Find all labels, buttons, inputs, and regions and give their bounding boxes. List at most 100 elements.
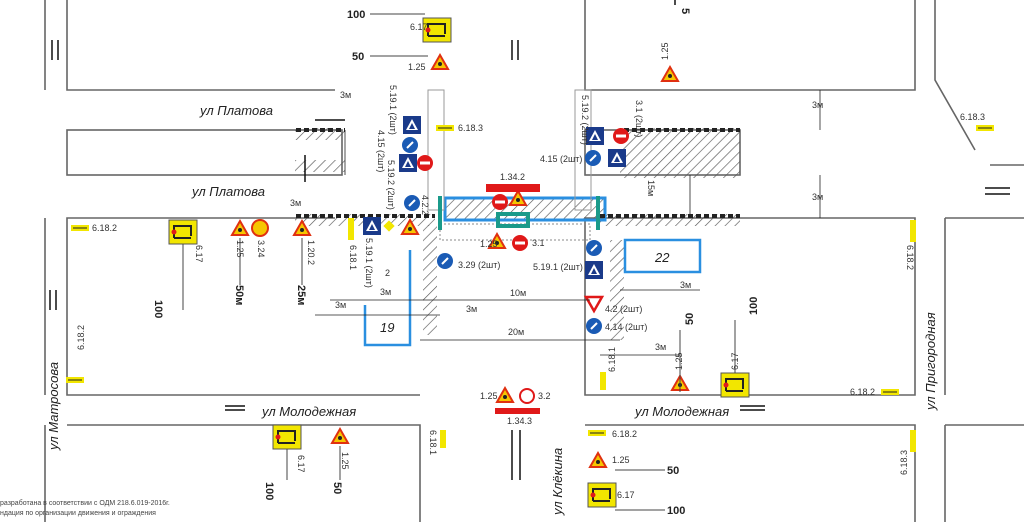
label: 3.24 xyxy=(256,240,266,258)
no-parking-sign-icon xyxy=(585,239,603,257)
label: 4.2 (2шт) xyxy=(605,304,642,314)
label: 1.25 xyxy=(340,452,350,470)
direction-tag-icon xyxy=(70,224,90,232)
label: 1.25 xyxy=(235,240,245,258)
label: 3м xyxy=(655,342,666,352)
direction-tag-icon xyxy=(910,220,916,242)
crosswalk-sign-icon xyxy=(363,217,381,235)
label: 50 xyxy=(684,313,696,325)
label: 1.34.2 xyxy=(500,172,525,182)
label: 4.15 (2шт) xyxy=(376,130,386,172)
direction-tag-icon xyxy=(910,430,916,452)
label: 4.2.2 xyxy=(420,195,430,215)
crosswalk-sign-icon xyxy=(403,116,421,134)
zone-19-label: 19 xyxy=(380,320,394,335)
street-molodezhnaya-left: ул Молодежная xyxy=(261,404,356,419)
label: 6.18.3 xyxy=(899,450,909,475)
chevron-board-icon xyxy=(495,408,540,414)
label: 6.18.1 xyxy=(428,430,438,455)
detour-sign-icon xyxy=(272,424,302,450)
lane-direction-sign-icon xyxy=(401,136,419,154)
label: 1.20.2 xyxy=(306,240,316,265)
detour-sign-icon xyxy=(168,219,198,245)
detour-sign-icon xyxy=(720,372,750,398)
label: 3м xyxy=(466,304,477,314)
street-molodezhnaya-right: ул Молодежная xyxy=(634,404,729,419)
zone-22-label: 22 xyxy=(654,250,670,265)
label: 5.19.1 (2шт) xyxy=(364,238,374,288)
label: 6.17 xyxy=(730,352,740,370)
label: 50м xyxy=(233,285,245,305)
direction-tag-icon xyxy=(440,430,446,448)
direction-tag-icon xyxy=(880,388,900,396)
direction-tag-icon xyxy=(65,376,85,384)
label: 5.19.1 (2шт) xyxy=(388,85,398,135)
sign-labels: 100 6.17 50 1.25 1.25 5 6.18.3 6.18.2 6.… xyxy=(76,8,985,517)
label: 6.18.2 xyxy=(850,387,875,397)
zone-22: 22 xyxy=(623,238,702,274)
label: 6.17 xyxy=(410,22,428,32)
label: 4.14 (2шт) xyxy=(605,322,647,332)
chevron-board-icon xyxy=(486,184,540,192)
street-prigorodnaya: ул Пригородная xyxy=(923,312,938,411)
label: 6.17 xyxy=(194,245,204,263)
zone-19: 19 xyxy=(363,250,412,347)
label: 15м xyxy=(646,180,656,196)
street-platova-lower: ул Платова xyxy=(191,184,265,199)
street-klyokina: ул Клёкина xyxy=(550,448,565,516)
label: 6.18.2 xyxy=(92,223,117,233)
no-entry-sign-icon xyxy=(512,235,528,251)
label: 100 xyxy=(152,300,164,318)
roadwork-sign-icon xyxy=(661,66,679,82)
label: 6.18.2 xyxy=(76,325,86,350)
no-vehicles-sign-icon xyxy=(519,388,535,404)
label: 100 xyxy=(748,297,760,315)
detour-sign-icon xyxy=(587,482,617,508)
label: 3м xyxy=(335,300,346,310)
teal-barriers xyxy=(438,196,600,230)
label: 1.25 xyxy=(660,42,670,60)
label: 1.25 xyxy=(674,352,684,370)
label: 50 xyxy=(331,482,343,494)
label: 6.18.3 xyxy=(458,123,483,133)
label: 6.17 xyxy=(296,455,306,473)
label: 5.19.2 (2шт) xyxy=(580,95,590,145)
label: 3м xyxy=(290,198,301,208)
label: 5.19.1 (2шт) xyxy=(533,262,583,272)
roadwork-sign-icon xyxy=(231,220,249,236)
direction-tag-icon xyxy=(600,372,606,390)
no-entry-sign-icon xyxy=(492,194,508,210)
label: 1.25 xyxy=(612,455,630,465)
roadwork-sign-icon xyxy=(589,452,607,468)
note-line-2: ндация по организации движения и огражде… xyxy=(0,510,156,517)
crosswalk-sign-icon xyxy=(399,154,417,172)
label: 3м xyxy=(812,100,823,110)
crosswalks xyxy=(427,89,592,211)
roadwork-sign-icon xyxy=(431,54,449,70)
yield-sign-icon xyxy=(583,295,605,314)
no-entry-sign-icon xyxy=(613,128,629,144)
label: 6.17 xyxy=(617,490,635,500)
label: 4.15 (2шт) xyxy=(540,154,582,164)
work-zone xyxy=(295,128,740,340)
label: 50 xyxy=(352,51,364,63)
label: 6.18.2 xyxy=(905,245,915,270)
label: 20м xyxy=(508,327,524,337)
direction-tag-icon xyxy=(435,124,455,132)
label: 10м xyxy=(510,288,526,298)
label: 3.1 xyxy=(532,238,545,248)
note-line-1: разработана в соответствии с ОДМ 218.6.0… xyxy=(0,499,170,507)
label: 6.18.1 xyxy=(348,245,358,270)
label: 1.34.3 xyxy=(507,416,532,426)
direction-tag-icon xyxy=(975,124,995,132)
street-matrosova: ул Матросова xyxy=(46,362,61,451)
label: 6.18.2 xyxy=(612,429,637,439)
signs xyxy=(65,17,995,508)
street-platova-upper: ул Платова xyxy=(199,103,273,118)
roadwork-sign-icon xyxy=(496,387,514,403)
keep-right-sign-icon xyxy=(403,194,421,212)
label: 100 xyxy=(263,482,275,500)
label: 6.18.1 xyxy=(607,347,617,372)
crosswalk-sign-icon xyxy=(585,261,603,279)
